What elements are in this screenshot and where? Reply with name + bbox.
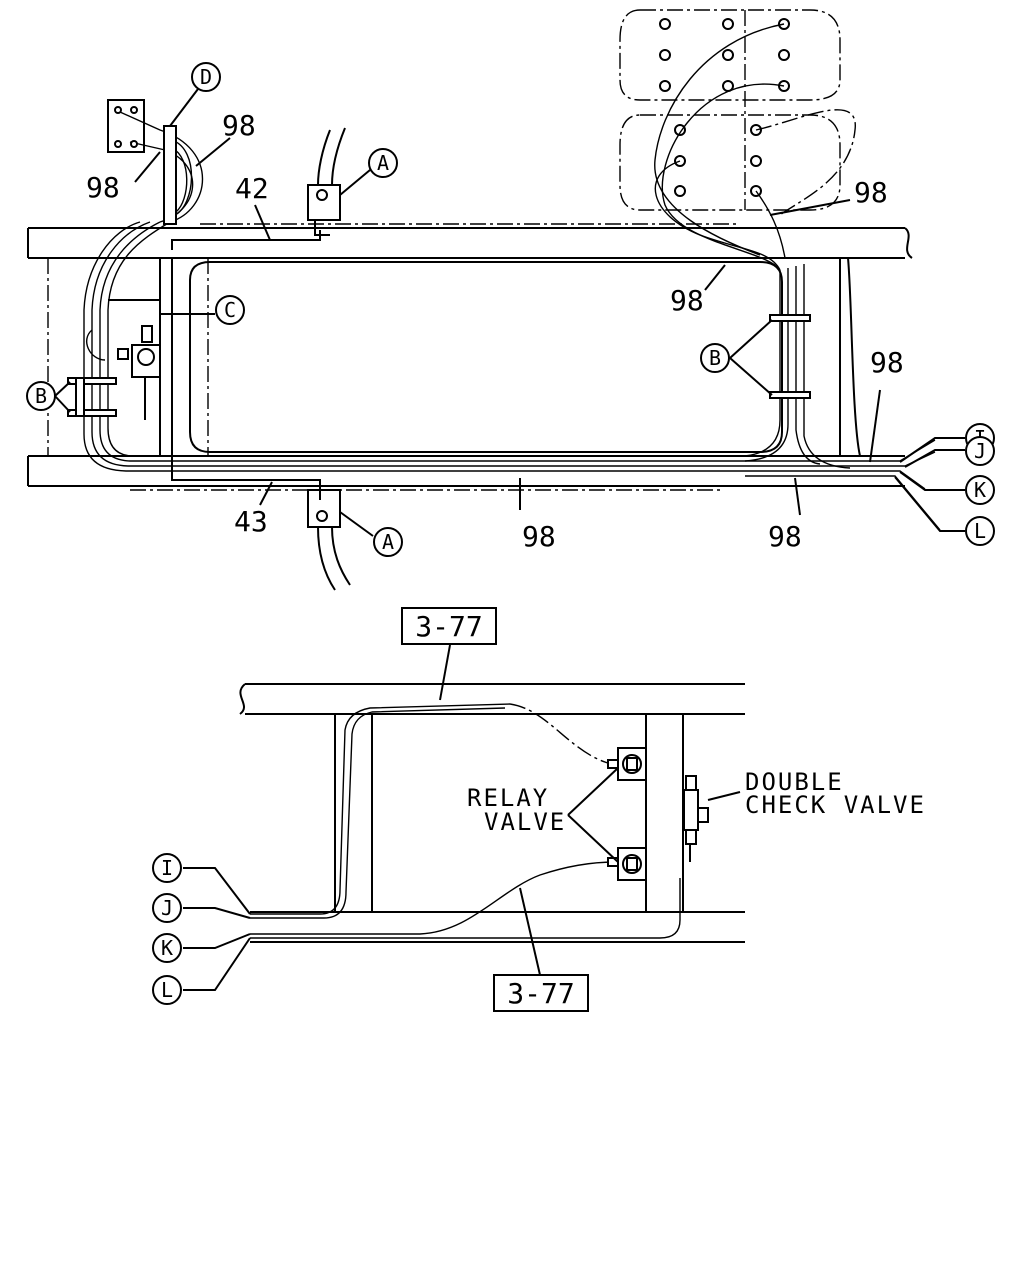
callout-k-upper: K	[965, 475, 995, 505]
callout-d: D	[191, 62, 221, 92]
label-43: 43	[234, 505, 268, 538]
callout-l-lower: L	[152, 975, 182, 1005]
svg-text:J: J	[974, 439, 986, 463]
callout-a-top: A	[368, 148, 398, 178]
lower-frame	[239, 683, 745, 943]
lower-components	[607, 747, 741, 881]
relay-valve-label-line2: VALVE	[484, 808, 566, 836]
label-98-top-left: 98	[222, 109, 256, 142]
callout-j-lower: J	[152, 893, 182, 923]
clamp-b-left	[67, 377, 117, 417]
reference-3-77-bottom: 3-77	[493, 974, 589, 1012]
relay-valve-label-line1: RELAY	[467, 784, 549, 812]
svg-text:L: L	[974, 519, 986, 543]
reference-3-77-top: 3-77	[401, 607, 497, 645]
relay-valve-lower	[607, 847, 647, 881]
component-labels: RELAY VALVE DOUBLE CHECK VALVE	[467, 768, 926, 836]
label-98-bottom: 98	[522, 520, 556, 553]
relay-valve-upper	[607, 747, 647, 781]
svg-text:K: K	[161, 936, 173, 960]
callout-k-lower: K	[152, 933, 182, 963]
svg-text:I: I	[161, 856, 173, 880]
callout-b-right: B	[700, 343, 730, 373]
fitting-a-bottom	[307, 489, 351, 591]
tank-port-holes	[659, 18, 790, 197]
svg-text:C: C	[224, 298, 236, 322]
callouts: D A C B B A I J	[26, 62, 995, 1005]
double-check-label-line2: CHECK VALVE	[745, 791, 926, 819]
lower-leader-lines	[183, 644, 619, 991]
svg-text:3-77: 3-77	[415, 610, 482, 643]
svg-text:A: A	[377, 151, 389, 175]
label-98-mid: 98	[670, 284, 704, 317]
double-check-label-line1: DOUBLE	[745, 768, 844, 796]
part-labels: 98 98 42 98 98 98 43 98 98	[86, 109, 904, 553]
upper-leader-lines	[54, 88, 965, 537]
callout-a-bottom: A	[373, 527, 403, 557]
upper-frame	[27, 223, 913, 491]
svg-text:3-77: 3-77	[507, 977, 574, 1010]
svg-text:B: B	[709, 346, 721, 370]
svg-text:L: L	[161, 978, 173, 1002]
clamp-b-right	[769, 314, 811, 399]
callout-j-upper: J	[965, 436, 995, 466]
svg-text:J: J	[161, 896, 173, 920]
svg-text:D: D	[200, 65, 212, 89]
callout-i-lower: I	[152, 853, 182, 883]
callout-c: C	[215, 295, 245, 325]
upper-pipe-bundles	[83, 111, 941, 531]
air-tanks	[619, 9, 856, 271]
fitting-a-top	[307, 127, 346, 236]
valve-c	[108, 299, 215, 420]
upper-components	[67, 99, 811, 591]
label-98-bottom-right: 98	[768, 520, 802, 553]
svg-text:A: A	[382, 530, 394, 554]
label-42: 42	[235, 172, 269, 205]
label-98-tank: 98	[854, 176, 888, 209]
callout-l-upper: L	[965, 516, 995, 546]
lower-pipes	[250, 703, 681, 939]
label-98-left: 98	[86, 171, 120, 204]
junction-plate	[107, 99, 145, 153]
label-98-right: 98	[870, 346, 904, 379]
double-check-valve	[683, 775, 741, 862]
mounting-bar	[163, 125, 177, 225]
svg-text:K: K	[974, 478, 986, 502]
callout-b-left: B	[26, 381, 56, 411]
svg-text:B: B	[35, 384, 47, 408]
